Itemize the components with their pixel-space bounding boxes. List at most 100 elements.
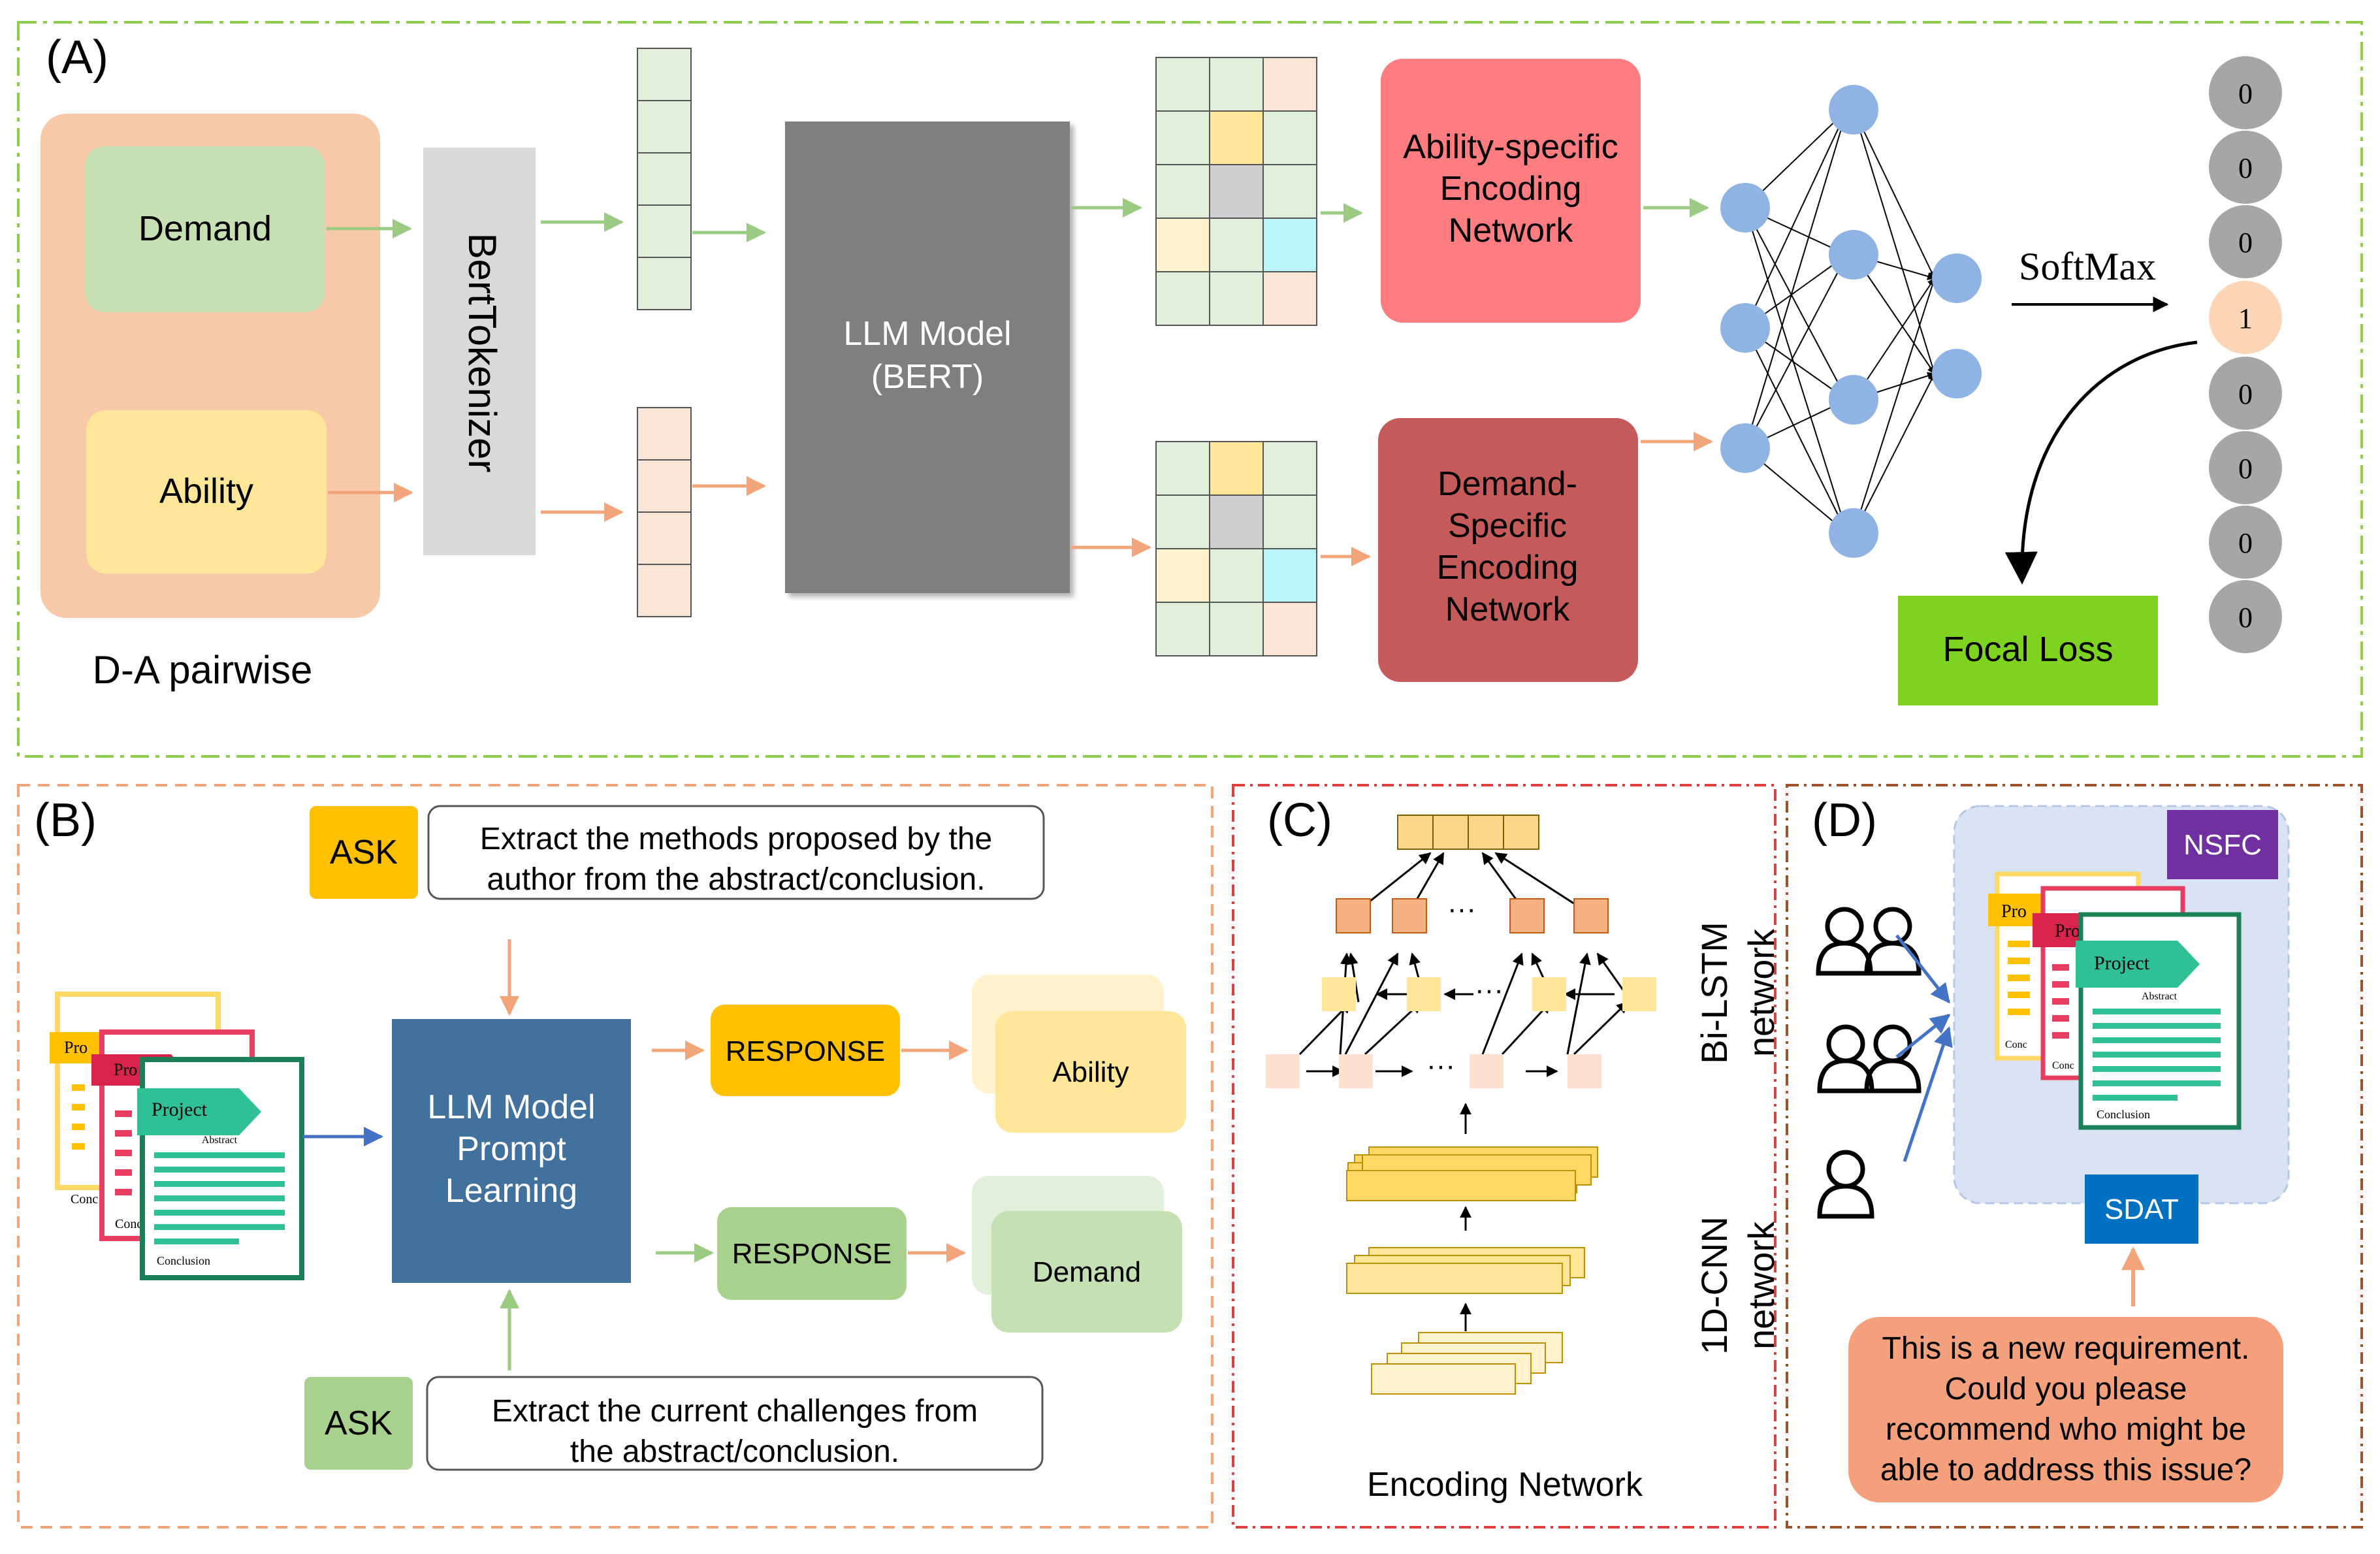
llm-prompt-box <box>392 1019 631 1283</box>
panel-b: (B) ASK Extract the methods proposed by … <box>17 784 1214 1529</box>
mlp-hidden-node-2 <box>1829 230 1878 280</box>
output-node <box>2209 56 2282 129</box>
mlp-input-node-2 <box>1720 303 1770 353</box>
panel-c: (C) <box>1232 784 1782 1529</box>
document-abstract: Abstract <box>202 1135 238 1146</box>
lstm-cell <box>1573 898 1609 933</box>
output-node-positive <box>2209 281 2282 354</box>
output-node <box>2209 506 2282 579</box>
ask-bottom-prompt-line1: Extract the current challenges from <box>492 1394 978 1429</box>
document-abstract: Abstract <box>2142 991 2178 1002</box>
nsfc-badge <box>2167 810 2278 879</box>
document-title: Pro <box>2001 901 2027 922</box>
ellipsis: ··· <box>1426 1050 1455 1082</box>
panel-a-border <box>17 21 2363 758</box>
lstm-cell <box>1568 1054 1601 1088</box>
mlp-hidden-node-3 <box>1829 375 1878 425</box>
ellipsis: ··· <box>1447 893 1476 925</box>
document-conc: Conc <box>2005 1039 2027 1050</box>
mlp-input-node-1 <box>1720 183 1770 233</box>
ability-text: Ability <box>159 472 253 511</box>
ability-output-text: Ability <box>1052 1056 1129 1088</box>
request-line1: This is a new requirement. <box>1882 1331 2250 1366</box>
person-icon <box>1817 1024 1922 1093</box>
output-node <box>2209 580 2282 653</box>
output-node <box>2209 357 2282 430</box>
bilstm-label-line1: Bi-LSTM <box>1694 922 1735 1064</box>
mlp-output-node-2 <box>1932 349 1982 398</box>
llm-prompt-line1: LLM Model <box>427 1088 595 1126</box>
document-conc: Conc <box>71 1192 98 1206</box>
document-ribbon <box>2076 941 2200 988</box>
document-project: Project <box>152 1099 208 1120</box>
ellipsis: ··· <box>1475 974 1504 1006</box>
demand-token-vector <box>637 48 692 310</box>
panel-c-border <box>1232 784 1777 1529</box>
bert-tokenizer-text: BertTokenizer <box>460 233 504 473</box>
lstm-cell <box>1266 1054 1300 1088</box>
da-pairwise-label: D-A pairwise <box>93 648 313 692</box>
panel-d: (D) NSFC Pro Conc <box>1786 784 2363 1529</box>
panel-a-label: (A) <box>46 31 108 84</box>
ask-top-prompt-box <box>427 805 1045 900</box>
focal-loss-box <box>1898 596 2158 705</box>
ask-bottom-text: ASK <box>325 1404 393 1442</box>
response-bottom-box <box>717 1207 907 1300</box>
document-stack: Pro Conc Pro Conc Project Abstract Concl… <box>50 992 304 1280</box>
ability-net-line3: Network <box>1449 212 1574 250</box>
ask-top-prompt-line2: author from the abstract/conclusion. <box>487 862 985 897</box>
ask-top-text: ASK <box>330 834 398 871</box>
nsfc-text: NSFC <box>2183 829 2262 861</box>
output-value: 0 <box>2238 78 2253 110</box>
demand-output-box <box>991 1211 1182 1333</box>
output-node <box>2209 131 2282 204</box>
arrow-people-3 <box>1903 1026 1953 1162</box>
lstm-cell <box>1509 898 1545 933</box>
request-line3: recommend who might be <box>1886 1412 2246 1447</box>
cnn-label-line2: network <box>1741 1221 1782 1350</box>
bilstm-output-bar <box>1397 815 1539 850</box>
output-value: 0 <box>2238 378 2253 410</box>
document-conc: Conc <box>2052 1060 2074 1071</box>
ability-specific-net-box <box>1381 59 1641 323</box>
output-value: 0 <box>2238 152 2253 184</box>
ability-embedding-grid <box>1155 441 1317 656</box>
softmax-label: SoftMax <box>2019 245 2156 288</box>
mlp-input-node-3 <box>1720 423 1770 473</box>
ask-top-box <box>310 806 418 899</box>
response-top-box <box>711 1005 900 1096</box>
response-top-text: RESPONSE <box>726 1035 886 1067</box>
arrow-people-1 <box>1895 934 1950 1004</box>
ask-bottom-prompt-line2: the abstract/conclusion. <box>570 1434 899 1469</box>
output-value: 1 <box>2238 302 2253 334</box>
output-node <box>2209 205 2282 278</box>
cnn-feature-map-1 <box>1346 1146 1598 1201</box>
bilstm-label-line2: network <box>1741 928 1782 1057</box>
document-conc: Conc <box>115 1217 142 1231</box>
demand-net-line1: Demand- <box>1438 465 1577 503</box>
lstm-cell <box>1622 977 1656 1011</box>
document-ribbon <box>137 1088 261 1135</box>
cnn-feature-map-2 <box>1346 1247 1585 1294</box>
document-title: Pro <box>64 1038 88 1057</box>
lstm-cell <box>1392 898 1427 933</box>
demand-text: Demand <box>138 209 272 248</box>
demand-net-line3: Encoding <box>1437 549 1579 587</box>
mlp-network <box>1745 108 1937 534</box>
mlp-hidden-node-4 <box>1829 508 1878 558</box>
llm-prompt-line3: Learning <box>445 1172 577 1210</box>
sdat-box <box>2085 1174 2198 1244</box>
llm-bert-line1: LLM Model <box>843 315 1011 353</box>
demand-box <box>85 146 325 312</box>
lstm-cell <box>1322 977 1356 1011</box>
demand-output-text: Demand <box>1033 1256 1141 1288</box>
document-title: Pro <box>2055 921 2080 941</box>
panel-b-label: (B) <box>34 794 97 847</box>
ask-bottom-prompt-box <box>426 1376 1044 1471</box>
mlp-hidden-node-1 <box>1829 85 1878 135</box>
mlp-output-node-1 <box>1932 253 1982 303</box>
lstm-cell <box>1532 977 1566 1011</box>
output-value: 0 <box>2238 527 2253 559</box>
llm-bert-line2: (BERT) <box>871 358 984 396</box>
